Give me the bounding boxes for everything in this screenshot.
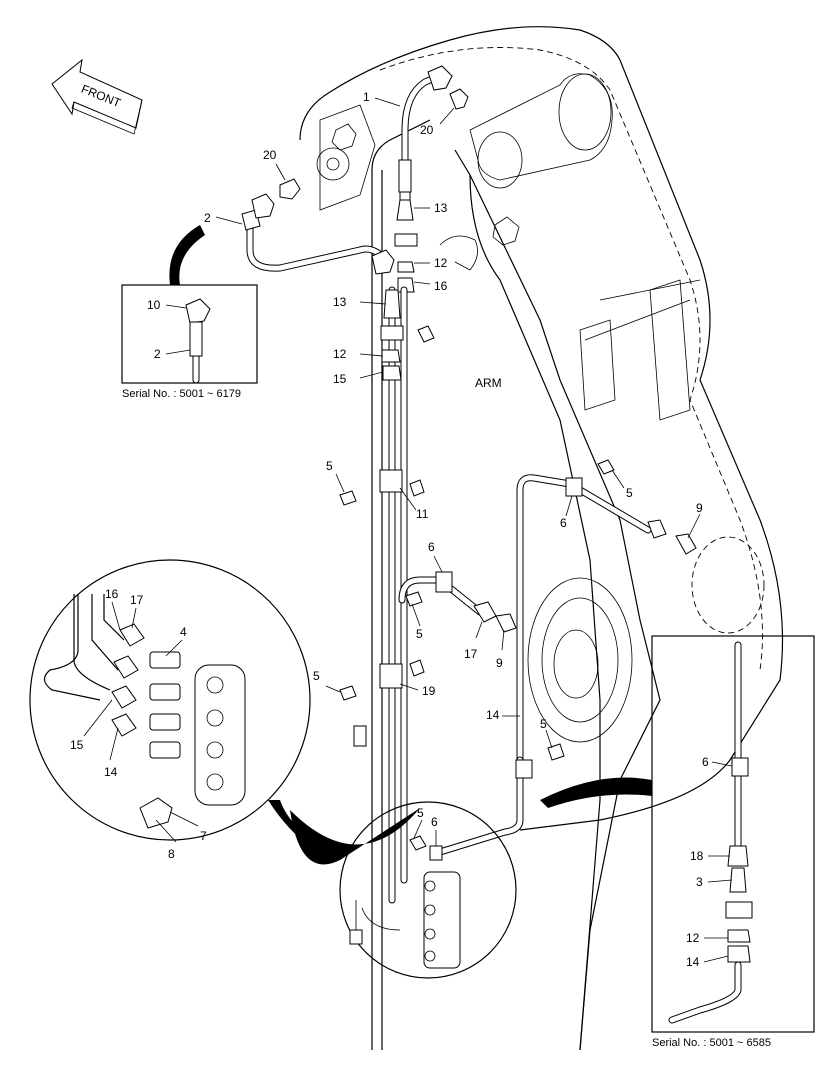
pointer-wedge-large (268, 800, 340, 860)
inset-bottom-right (540, 635, 815, 1033)
callout-18: 18 (690, 849, 704, 863)
callout-11: 11 (416, 507, 429, 521)
right-hoses (398, 459, 697, 856)
callout-3: 3 (696, 875, 703, 889)
callout-5: 5 (416, 627, 423, 641)
callout-7: 7 (200, 829, 207, 843)
detail-circle-large (29, 559, 340, 860)
callout-10: 10 (147, 298, 161, 312)
callout-13: 13 (434, 201, 448, 215)
callout-1: 1 (363, 90, 370, 104)
serial-note: Serial No. : 5001 ~ 6585 (652, 1037, 771, 1049)
callout-8: 8 (168, 847, 175, 861)
callout-12: 12 (686, 931, 700, 945)
callout-5: 5 (417, 806, 424, 820)
callout-9: 9 (696, 501, 703, 515)
inset-bottom-right-labels: 6 18 3 12 14 Serial No. : 5001 ~ 6585 (652, 755, 771, 1049)
callout-14: 14 (486, 708, 500, 722)
callout-6: 6 (428, 540, 435, 554)
callout-12: 12 (434, 256, 448, 270)
callout-5: 5 (540, 717, 547, 731)
callout-6: 6 (431, 815, 438, 829)
callout-12: 12 (333, 347, 347, 361)
clamps (339, 469, 425, 747)
callout-4: 4 (180, 625, 187, 639)
callout-2: 2 (154, 347, 161, 361)
arm-outline (299, 26, 784, 1051)
callout-15: 15 (333, 372, 347, 386)
callout-15: 15 (70, 738, 84, 752)
callout-20: 20 (420, 123, 434, 137)
callout-17: 17 (130, 593, 144, 607)
serial-note: Serial No. : 5001 ~ 6179 (122, 388, 241, 400)
callout-5: 5 (626, 486, 633, 500)
callout-5: 5 (313, 669, 320, 683)
leader-lines (83, 97, 733, 963)
callout-17: 17 (464, 647, 478, 661)
callout-14: 14 (686, 955, 700, 969)
callout-20: 20 (263, 148, 277, 162)
arm-label: ARM (475, 376, 502, 390)
callout-16: 16 (434, 279, 448, 293)
callout-16: 16 (105, 587, 119, 601)
callout-2: 2 (204, 211, 211, 225)
callout-13: 13 (333, 295, 347, 309)
callout-5: 5 (326, 459, 333, 473)
callout-9: 9 (496, 656, 503, 670)
front-arrow-icon: FRONT (51, 58, 143, 135)
callout-labels: 1 20 20 2 13 12 16 13 12 15 ARM 5 11 5 6… (70, 90, 703, 861)
inset-top-left-labels: 10 2 Serial No. : 5001 ~ 6179 (122, 298, 241, 400)
upper-hoses (241, 65, 469, 904)
callout-6: 6 (702, 755, 709, 769)
inset-top-left (121, 225, 258, 384)
callout-14: 14 (104, 765, 118, 779)
callout-6: 6 (560, 516, 567, 530)
callout-19: 19 (422, 684, 436, 698)
